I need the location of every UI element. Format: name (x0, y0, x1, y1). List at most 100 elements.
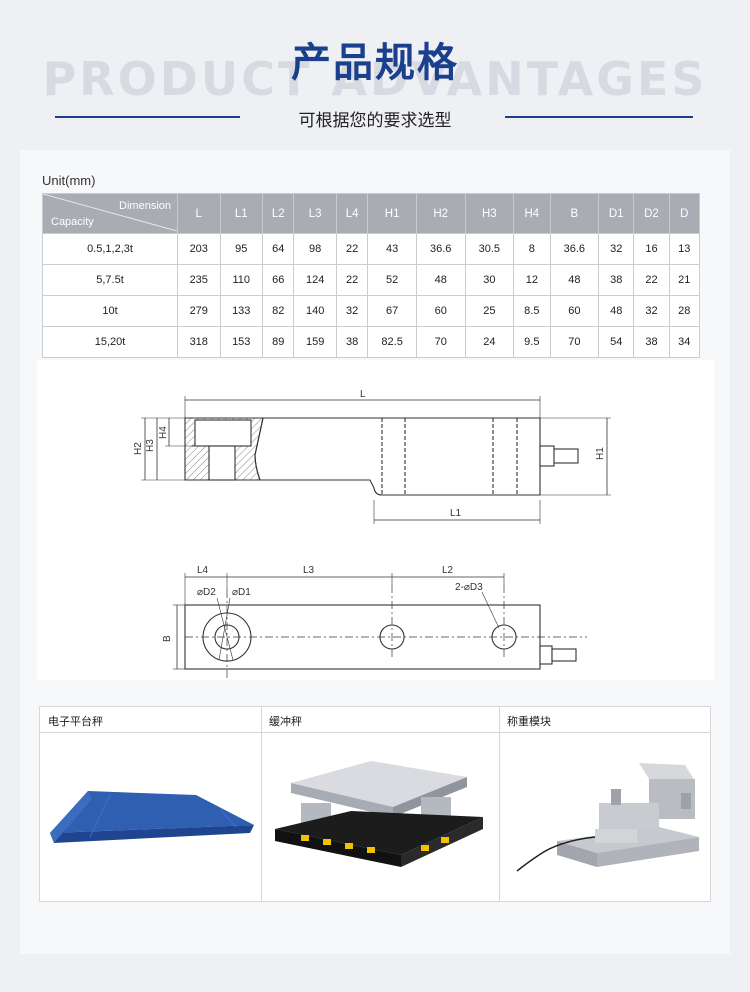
dim-label-H4: H4 (158, 426, 169, 439)
value-cell: 28 (668, 295, 701, 327)
dim-label-L2: L2 (442, 565, 454, 576)
value-cell: 203 (177, 233, 221, 265)
section-subtitle: 可根据您的要求选型 (298, 111, 452, 131)
value-cell: 70 (549, 326, 600, 358)
col-header: L4 (335, 193, 369, 234)
dim-label-D2: ⌀D2 (197, 587, 216, 598)
value-cell: 22 (335, 233, 369, 265)
value-cell: 70 (415, 326, 466, 358)
value-cell: 279 (177, 295, 221, 327)
col-header: L (177, 193, 221, 234)
header-rule-right (505, 116, 693, 118)
dim-label-H1: H1 (595, 447, 606, 460)
col-header: L1 (219, 193, 263, 234)
value-cell: 32 (633, 295, 670, 327)
dimension-drawing: L L1 H1 H2 H3 H4 (133, 389, 611, 678)
app-label: 称重模块 (507, 715, 551, 728)
value-cell: 12 (513, 264, 551, 296)
value-cell: 140 (293, 295, 337, 327)
capacity-cell: 15,20t (42, 326, 178, 358)
dim-label-H3: H3 (145, 439, 156, 452)
value-cell: 38 (633, 326, 670, 358)
technical-drawing: L L1 H1 H2 H3 H4 (37, 360, 714, 680)
value-cell: 32 (335, 295, 369, 327)
value-cell: 52 (367, 264, 417, 296)
section-header: PRODUCT ADVANTAGES 产品规格 可根据您的要求选型 (0, 0, 750, 140)
value-cell: 24 (464, 326, 515, 358)
dim-label-D1: ⌀D1 (232, 587, 251, 598)
col-header: H4 (513, 193, 551, 234)
spec-table: Dimension Capacity L L1 L2 L3 L4 H1 H2 H… (42, 193, 701, 358)
value-cell: 110 (219, 264, 263, 296)
value-cell: 54 (598, 326, 635, 358)
diagonal-line (43, 194, 177, 231)
dim-label-D3: 2-⌀D3 (455, 582, 483, 593)
value-cell: 89 (261, 326, 295, 358)
dim-label-B: B (162, 635, 173, 642)
app-cell-buffer-scale: 缓冲秤 (261, 707, 500, 901)
dim-label-L1: L1 (450, 508, 462, 519)
value-cell: 60 (415, 295, 466, 327)
header-rule-left (55, 116, 240, 118)
col-header: H3 (464, 193, 515, 234)
value-cell: 66 (261, 264, 295, 296)
value-cell: 21 (668, 264, 701, 296)
value-cell: 30 (464, 264, 515, 296)
col-header: L2 (261, 193, 295, 234)
application-grid: 电子平台秤 缓冲秤 (39, 706, 711, 902)
value-cell: 8 (513, 233, 551, 265)
value-cell: 82 (261, 295, 295, 327)
col-header: H1 (367, 193, 417, 234)
value-cell: 98 (293, 233, 337, 265)
buffer-scale-image (275, 761, 483, 867)
value-cell: 318 (177, 326, 221, 358)
unit-label: Unit(mm) (42, 173, 96, 188)
value-cell: 82.5 (367, 326, 417, 358)
col-header: D (668, 193, 701, 234)
side-view (141, 396, 611, 524)
value-cell: 48 (598, 295, 635, 327)
value-cell: 16 (633, 233, 670, 265)
value-cell: 38 (598, 264, 635, 296)
value-cell: 36.6 (549, 233, 600, 265)
value-cell: 133 (219, 295, 263, 327)
dim-label-L: L (360, 389, 366, 400)
corner-capacity-label: Capacity (51, 216, 94, 228)
value-cell: 22 (335, 264, 369, 296)
col-header: H2 (415, 193, 466, 234)
value-cell: 153 (219, 326, 263, 358)
value-cell: 9.5 (513, 326, 551, 358)
col-header: D1 (598, 193, 635, 234)
top-view (173, 573, 587, 678)
value-cell: 64 (261, 233, 295, 265)
value-cell: 159 (293, 326, 337, 358)
capacity-cell: 5,7.5t (42, 264, 178, 296)
app-cell-platform-scale: 电子平台秤 (40, 707, 262, 901)
corner-dimension-label: Dimension (119, 200, 171, 212)
value-cell: 32 (598, 233, 635, 265)
col-header: L3 (293, 193, 337, 234)
capacity-cell: 0.5,1,2,3t (42, 233, 178, 265)
value-cell: 34 (668, 326, 701, 358)
platform-scale-image (50, 791, 254, 843)
col-header: B (549, 193, 600, 234)
value-cell: 235 (177, 264, 221, 296)
value-cell: 30.5 (464, 233, 515, 265)
value-cell: 48 (549, 264, 600, 296)
value-cell: 25 (464, 295, 515, 327)
value-cell: 38 (335, 326, 369, 358)
table-corner-cell: Dimension Capacity (42, 193, 178, 234)
value-cell: 43 (367, 233, 417, 265)
app-label: 电子平台秤 (48, 715, 103, 728)
dim-label-L3: L3 (303, 565, 315, 576)
background-word: PRODUCT ADVANTAGES (42, 52, 708, 106)
app-label: 缓冲秤 (269, 715, 302, 728)
value-cell: 67 (367, 295, 417, 327)
value-cell: 8.5 (513, 295, 551, 327)
dim-label-L4: L4 (197, 565, 209, 576)
table-header-row: Dimension Capacity L L1 L2 L3 L4 H1 H2 H… (42, 193, 701, 234)
value-cell: 36.6 (415, 233, 466, 265)
weighing-module-image (516, 763, 699, 872)
